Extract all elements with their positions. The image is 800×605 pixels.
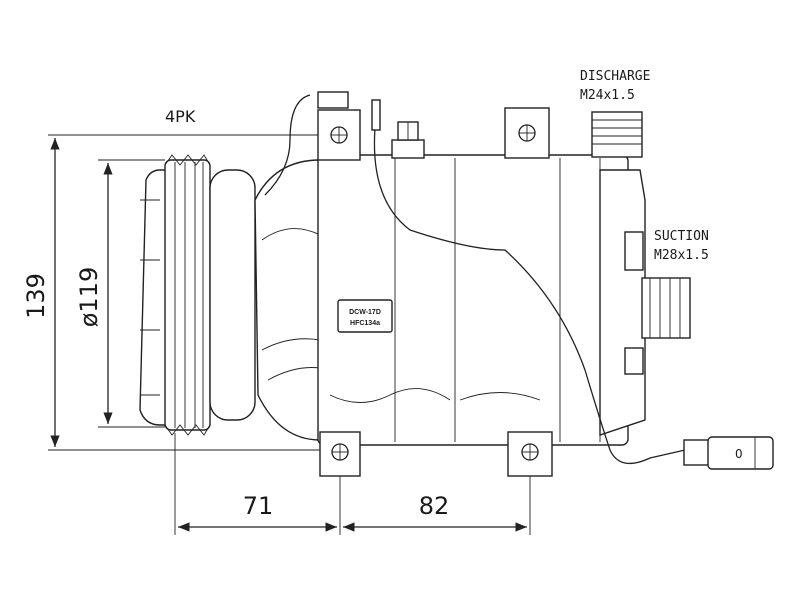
mounting-ear-bottom-left: [319, 431, 361, 477]
mounting-ear-top-left: [317, 109, 361, 161]
wire-harness: [264, 91, 686, 465]
belt-type-label: 4PK: [165, 107, 196, 126]
discharge-title: DISCHARGE: [580, 69, 650, 84]
dimension-119: ø119: [75, 159, 165, 428]
top-bolt: [391, 121, 425, 159]
nameplate-refrigerant: HFC134a: [350, 320, 380, 327]
svg-text:0: 0: [735, 447, 743, 461]
suction-port: [624, 231, 691, 375]
compressor-body: [254, 154, 646, 446]
dimension-139: 139: [22, 134, 340, 451]
nameplate: DCW-17D HFC134a: [337, 299, 393, 333]
electrical-connector: 0: [683, 436, 774, 470]
discharge-port: [591, 111, 643, 158]
mounting-ear-top-right: [504, 107, 550, 159]
mounting-ear-bottom-right: [507, 431, 553, 477]
dimension-82-label: 82: [419, 492, 450, 520]
dimension-71-label: 71: [243, 492, 274, 520]
suction-thread: M28x1.5: [654, 248, 709, 263]
nameplate-model: DCW-17D: [349, 309, 381, 316]
dimension-71: 71: [174, 433, 341, 535]
suction-title: SUCTION: [654, 229, 709, 244]
pulley: [139, 154, 256, 436]
dimension-119-label: ø119: [75, 267, 103, 328]
dimension-82: 82: [343, 470, 531, 535]
dimension-139-label: 139: [22, 273, 50, 319]
discharge-thread: M24x1.5: [580, 88, 635, 103]
